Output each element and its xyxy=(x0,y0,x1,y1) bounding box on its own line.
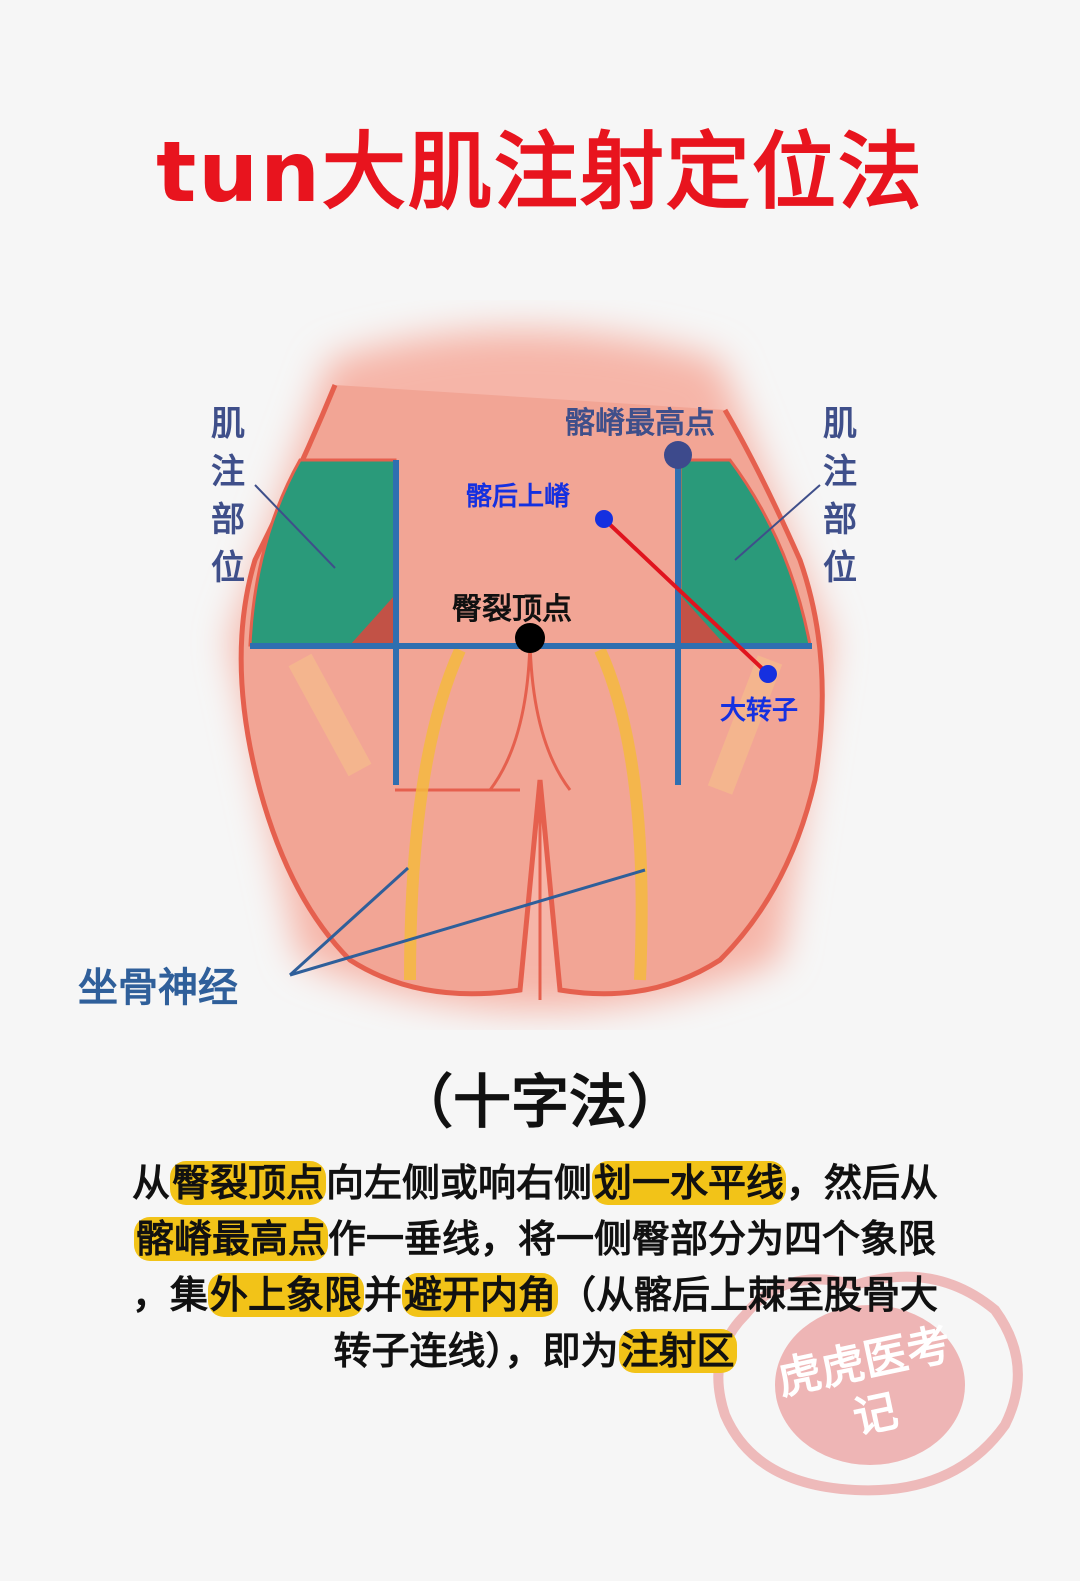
gluteal-cleft-top-label: 臀裂顶点 xyxy=(452,592,572,627)
text-segment: （从髂后上棘至股骨大 xyxy=(558,1273,939,1317)
highlighted-text: 髂嵴最高点 xyxy=(133,1217,328,1261)
highlighted-text: 外上象限 xyxy=(207,1273,364,1317)
highlighted-text: 臀裂顶点 xyxy=(169,1161,326,1205)
description-line: 转子连线），即为注射区 xyxy=(80,1323,990,1379)
buttock-diagram xyxy=(230,330,830,1010)
gluteal-cleft-point xyxy=(515,623,545,653)
description: 从臀裂顶点向左侧或响右侧划一水平线，然后从髂嵴最高点作一垂线，将一侧臀部分为四个… xyxy=(80,1155,990,1379)
label-char: 部 xyxy=(823,500,857,540)
pointer-right xyxy=(734,484,821,561)
iliac-crest-top-point xyxy=(664,441,692,469)
sciatic-nerve-label: 坐骨神经 xyxy=(78,965,238,1011)
im-site-label-left: 肌 注 部 位 xyxy=(208,400,248,592)
inner-angle-right xyxy=(680,595,725,645)
method-label: （十字法） xyxy=(394,1068,685,1136)
left-thigh xyxy=(395,780,542,1000)
quadrant-green-left xyxy=(248,458,397,647)
label-char: 注 xyxy=(823,452,857,492)
description-line: 从臀裂顶点向左侧或响右侧划一水平线，然后从 xyxy=(80,1155,990,1211)
greater-trochanter-label: 大转子 xyxy=(720,696,799,726)
gluteal-cleft xyxy=(488,639,572,791)
text-segment: 转子连线），即为 xyxy=(333,1329,619,1373)
psis-point xyxy=(595,510,613,528)
pointer-left xyxy=(254,484,336,569)
description-line: ，集外上象限并避开内角（从髂后上棘至股骨大 xyxy=(80,1267,990,1323)
psis-trochanter-line xyxy=(602,517,770,676)
label-char: 位 xyxy=(823,548,857,588)
femur-right xyxy=(707,655,783,795)
highlighted-text: 划一水平线 xyxy=(592,1161,787,1205)
sciatic-pointer-2 xyxy=(289,868,646,977)
label-char: 肌 xyxy=(211,404,245,444)
sciatic-pointer-1 xyxy=(288,866,410,977)
text-segment: 向左侧或响右侧 xyxy=(325,1161,592,1205)
text-segment: 作一垂线，将一侧臀部分为四个象限 xyxy=(328,1217,937,1261)
highlighted-text: 注射区 xyxy=(618,1329,737,1373)
im-site-label-right: 肌 注 部 位 xyxy=(820,400,860,592)
label-char: 注 xyxy=(211,452,245,492)
inner-angle-left xyxy=(350,595,395,645)
greater-trochanter-point xyxy=(759,665,777,683)
text-segment: ，集 xyxy=(131,1273,208,1317)
femur-left xyxy=(288,653,372,777)
label-char: 部 xyxy=(211,500,245,540)
watermark-stamp xyxy=(713,1271,1023,1496)
iliac-crest-top-label: 髂嵴最高点 xyxy=(565,406,715,441)
label-char: 位 xyxy=(211,548,245,588)
highlighted-text: 避开内角 xyxy=(402,1273,559,1317)
sciatic-nerve-left xyxy=(404,647,466,981)
text-segment: ，然后从 xyxy=(786,1161,939,1205)
text-segment: 并 xyxy=(363,1273,402,1317)
label-char: 肌 xyxy=(823,404,857,444)
page-title: tun大肌注射定位法 xyxy=(156,123,924,221)
sciatic-nerve-right xyxy=(594,647,648,981)
text-segment: 从 xyxy=(131,1161,170,1205)
psis-label: 髂后上嵴 xyxy=(466,482,571,512)
description-line: 髂嵴最高点作一垂线，将一侧臀部分为四个象限 xyxy=(80,1211,990,1267)
